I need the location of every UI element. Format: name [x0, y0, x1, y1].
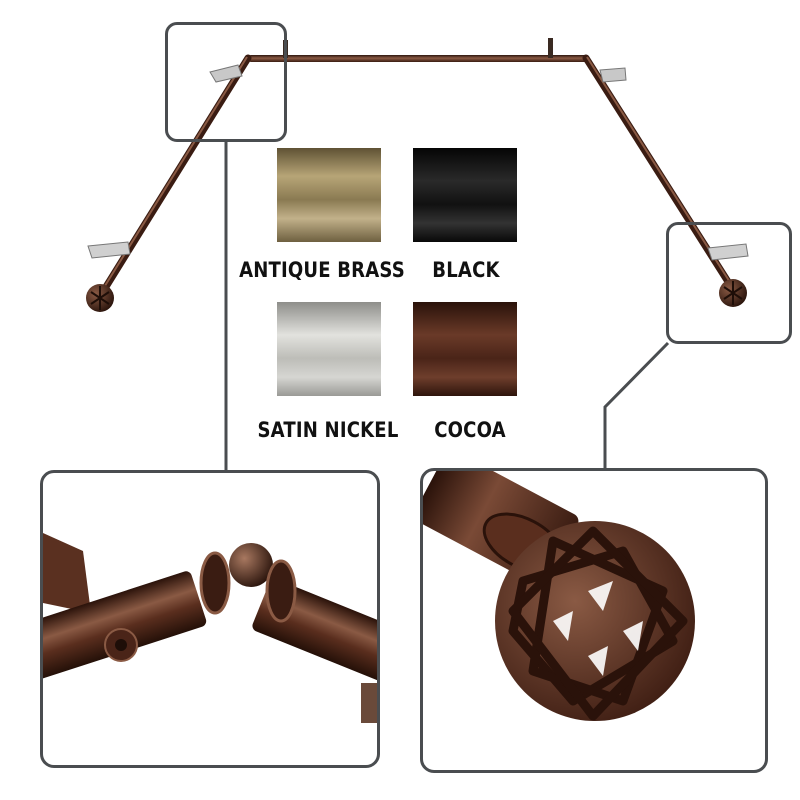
left-rod — [87, 54, 252, 294]
swatch-label-black: BLACK — [432, 258, 500, 282]
center-rod — [248, 38, 588, 62]
swatch-label-cocoa: COCOA — [434, 418, 506, 442]
swatch-antique-brass — [277, 148, 381, 242]
swatch-satin-nickel — [277, 302, 381, 396]
swatch-label-antique-brass: ANTIQUE BRASS — [239, 258, 405, 282]
elbow-callout-frame — [165, 22, 287, 142]
cage-finial-closeup — [423, 471, 695, 721]
elbow-joint-closeup — [43, 533, 377, 723]
right-rod — [582, 54, 749, 292]
right-finial — [719, 279, 747, 307]
elbow-detail-panel — [40, 470, 380, 768]
left-finial — [86, 284, 114, 312]
swatch-black — [413, 148, 517, 242]
swatch-cocoa — [413, 302, 517, 396]
finial-detail-panel — [420, 468, 768, 773]
finial-callout-frame — [666, 222, 792, 344]
callout-connectors — [224, 140, 670, 472]
swatch-label-satin-nickel: SATIN NICKEL — [257, 418, 399, 442]
